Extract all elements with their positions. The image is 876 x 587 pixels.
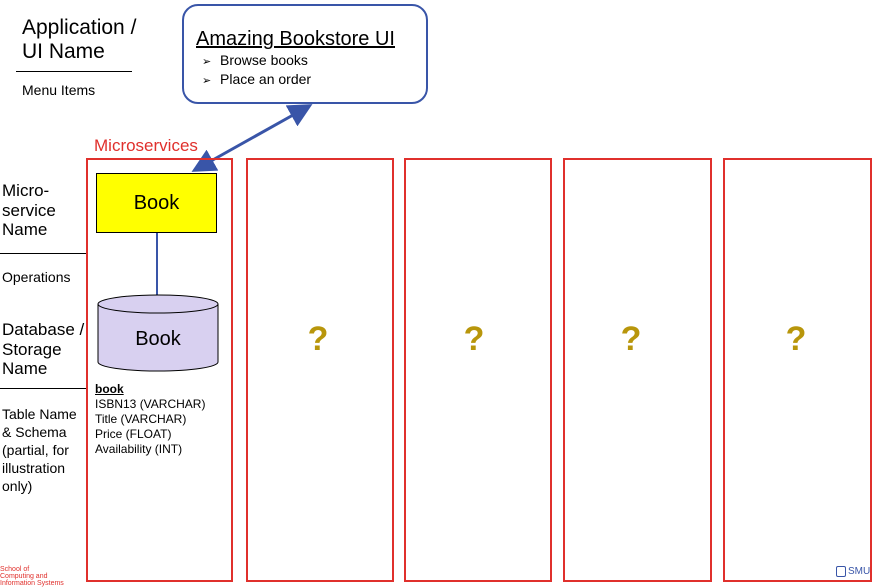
smu-logo: SMU — [836, 566, 870, 577]
legend-table-schema: Table Name & Schema (partial, for illust… — [2, 406, 77, 494]
ui-menu-item-label: Place an order — [220, 71, 312, 87]
placeholder-question-mark: ? — [785, 320, 807, 358]
database-cylinder-icon — [97, 294, 219, 372]
smu-logo-icon — [836, 566, 846, 577]
database-cylinder-top — [97, 294, 219, 314]
book-service-name: Book — [133, 191, 180, 214]
smu-logo-text: SMU — [848, 566, 871, 578]
placeholder-question-mark: ? — [463, 320, 485, 358]
microservice-column-4 — [563, 158, 712, 582]
ui-menu-list: ➢ Browse books ➢ Place an order — [202, 52, 311, 90]
placeholder-question-mark: ? — [620, 320, 642, 358]
microservices-heading: Microservices — [94, 136, 198, 155]
placeholder-question-mark: ? — [307, 320, 329, 358]
ui-menu-item: ➢ Place an order — [202, 71, 311, 90]
table-schema: book ISBN13 (VARCHAR) Title (VARCHAR) Pr… — [95, 382, 205, 457]
ui-box: Amazing Bookstore UI ➢ Browse books ➢ Plac… — [182, 4, 428, 104]
legend-divider-app — [16, 71, 132, 72]
legend-divider-database — [0, 388, 86, 389]
arrow-bullet-icon: ➢ — [202, 56, 212, 68]
table-column: ISBN13 (VARCHAR) — [95, 397, 206, 411]
table-column: Availability (INT) — [95, 442, 183, 456]
microservice-column-book — [86, 158, 233, 582]
ui-to-service-arrow — [191, 104, 313, 172]
microservice-column-3 — [404, 158, 552, 582]
table-column: Title (VARCHAR) — [95, 412, 187, 426]
legend-divider-service — [0, 253, 86, 254]
database-cylinder-body — [97, 304, 219, 372]
arrow-bullet-icon: ➢ — [202, 75, 212, 87]
legend-menu-items: Menu Items — [22, 82, 96, 98]
microservice-column-5 — [723, 158, 872, 582]
book-service-box: Book — [96, 173, 217, 233]
database-name: Book — [135, 328, 181, 350]
legend-operations: Operations — [2, 269, 71, 285]
legend-database-name: Database / Storage Name — [2, 320, 85, 379]
ui-menu-item: ➢ Browse books — [202, 52, 311, 71]
legend-app-name: Application / UI Name — [22, 16, 137, 64]
microservice-column-2 — [246, 158, 394, 582]
ui-menu-item-label: Browse books — [220, 52, 308, 68]
school-logo: School of Computing and Information Syst… — [0, 566, 64, 587]
table-name: book — [95, 382, 124, 396]
table-column: Price (FLOAT) — [95, 427, 172, 441]
ui-title: Amazing Bookstore UI — [196, 28, 395, 50]
legend-microservice-name: Micro- service Name — [2, 181, 56, 240]
